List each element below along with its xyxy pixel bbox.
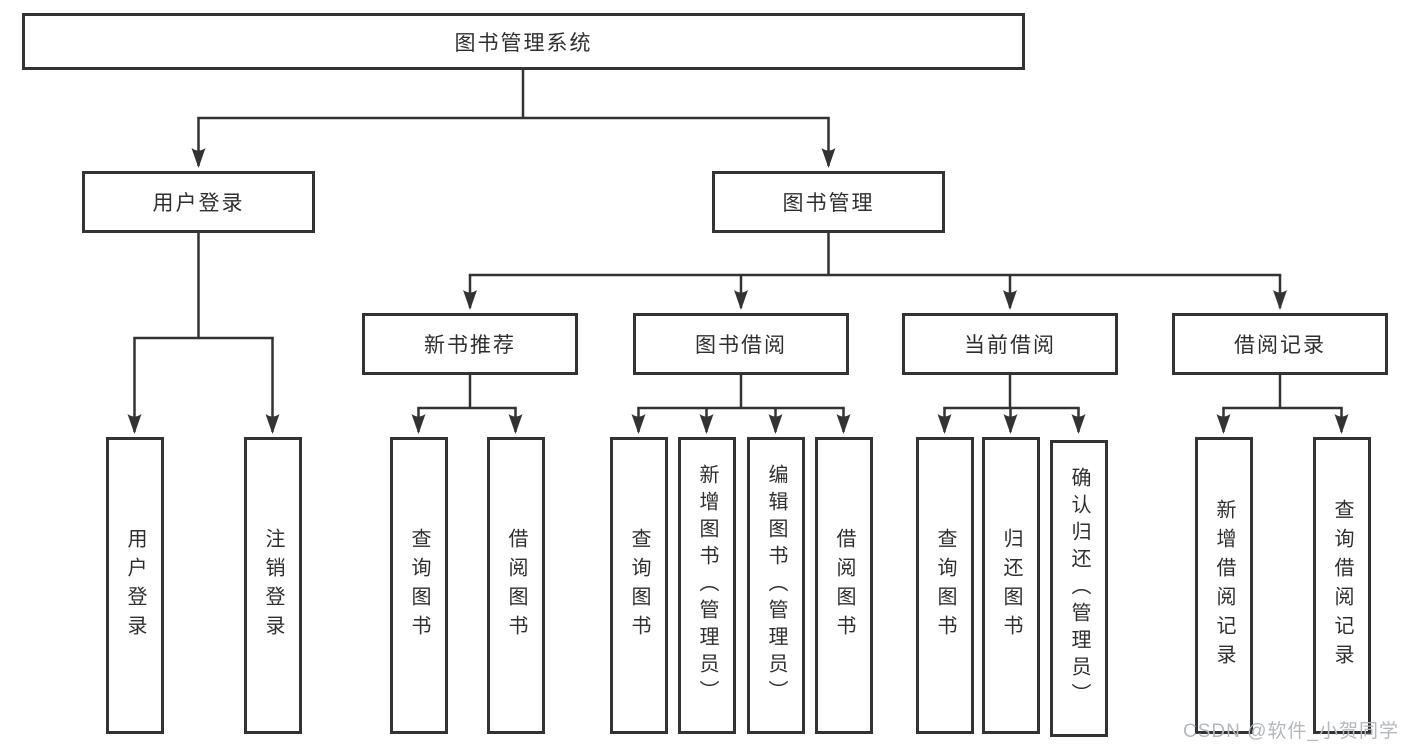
csdn-watermark: CSDN @软件_小贺同学 (1183, 721, 1399, 742)
connector-root (191, 70, 836, 168)
leaf-records-query-record: 查询借阅记录 (1313, 437, 1371, 734)
leaf-current-return-books: 归还图书 (982, 437, 1040, 734)
node-borrowing-records: 借阅记录 (1172, 313, 1388, 375)
leaf-recommend-borrow-books: 借阅图书 (487, 437, 545, 734)
connector-borrow-records (1216, 375, 1349, 434)
node-new-book-recommendation: 新书推荐 (362, 313, 578, 375)
leaf-records-add-record: 新增借阅记录 (1195, 437, 1253, 734)
connector-current-borrow (937, 375, 1086, 434)
connector-book-borrow (631, 375, 851, 434)
leaf-borrow-borrow-books: 借阅图书 (815, 437, 873, 734)
leaf-logout-login: 注销登录 (244, 437, 302, 734)
leaf-user-login: 用户登录 (106, 437, 164, 734)
leaf-borrow-edit-books-admin: 编辑图书（管理员） (747, 437, 805, 734)
node-current-borrowing: 当前借阅 (902, 313, 1118, 375)
connector-new-book (411, 375, 523, 434)
connector-book-management (463, 233, 1287, 310)
connector-user-login (127, 233, 280, 434)
node-book-management: 图书管理 (712, 171, 945, 233)
leaf-current-query-books: 查询图书 (916, 437, 974, 734)
node-library-management-system: 图书管理系统 (22, 13, 1025, 70)
leaf-recommend-query-books: 查询图书 (390, 437, 448, 734)
leaf-borrow-add-books-admin: 新增图书（管理员） (678, 437, 736, 734)
leaf-borrow-query-books: 查询图书 (610, 437, 668, 734)
node-book-borrowing: 图书借阅 (633, 313, 849, 375)
leaf-current-confirm-return-admin: 确认归还（管理员） (1050, 440, 1108, 737)
node-user-login: 用户登录 (82, 171, 315, 233)
